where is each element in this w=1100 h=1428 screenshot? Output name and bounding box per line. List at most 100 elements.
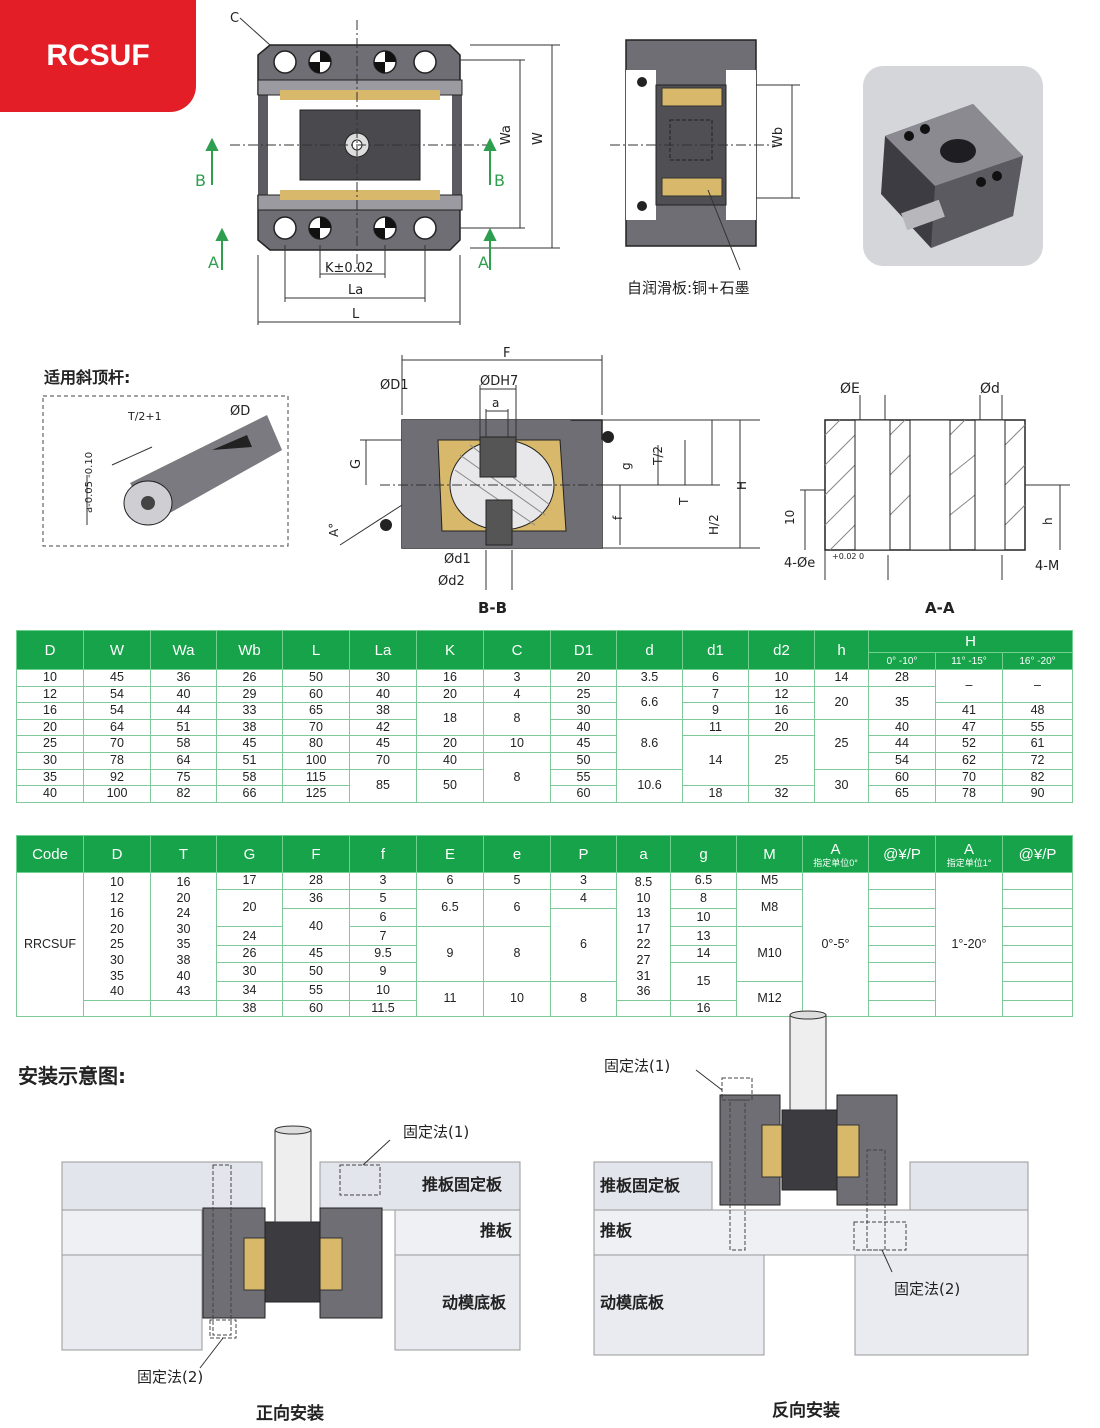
col-header: P	[550, 835, 617, 873]
table-cell	[1002, 999, 1073, 1018]
dim-angle: A°	[327, 523, 341, 537]
stacked-value: 10	[636, 890, 651, 905]
table-cell: 28	[868, 669, 936, 687]
stacked-value: 40	[110, 984, 124, 999]
table-cell: 50	[282, 961, 350, 982]
table-cell: 10.6	[616, 768, 683, 803]
table-cell: 52	[935, 735, 1003, 753]
table-cell: 8	[550, 980, 617, 1018]
table-cell: 40	[349, 685, 417, 704]
section-bb-drawing: F ØD1 ØDH7 a G g T/2 T H/2 H f A° Ød1 Ød…	[327, 346, 760, 617]
table-cell: 6	[349, 907, 417, 928]
section-b-right: B	[494, 171, 505, 190]
table-cell: 11.5	[349, 999, 417, 1018]
reverse-install-drawing: 固定法(1) 推板固定板 推板 动模底板 固定法(2)	[593, 1010, 1029, 1356]
table-cell: 36	[150, 669, 217, 687]
table-cell: 38	[216, 999, 283, 1018]
table-cell: 8	[483, 926, 551, 982]
table-cell: 38	[349, 702, 417, 720]
table-cell: 16	[16, 702, 84, 720]
table-cell: 15	[670, 961, 737, 1001]
col-header: K	[416, 630, 484, 670]
table-cell: M8	[736, 888, 803, 928]
table-cell: 64	[83, 718, 151, 737]
rod-drawing: T/2+1 ØD a-0.05 -0.10	[42, 395, 289, 547]
table-cell: 3.5	[616, 669, 683, 687]
table-cell: –	[935, 668, 1003, 704]
col-header: D1	[550, 630, 617, 670]
table-cell	[1002, 926, 1073, 947]
table-cell	[868, 888, 936, 909]
col-header: L	[282, 630, 350, 670]
table-cell: 28	[282, 872, 350, 890]
table-cell: 25	[814, 718, 869, 770]
table-cell: 55	[1001, 718, 1074, 737]
table-cell: 82	[150, 785, 217, 803]
col-header: D	[83, 835, 151, 873]
col-header: a	[616, 835, 671, 873]
product-photo	[863, 66, 1043, 266]
table-cell: 58	[150, 735, 217, 753]
table-cell: 45	[282, 945, 350, 963]
side-view-drawing: Wb	[610, 39, 800, 271]
dim-f-upper: F	[503, 346, 510, 361]
stacked-value: 30	[110, 952, 124, 967]
col-header: g	[670, 835, 737, 873]
col-header: M	[736, 835, 803, 873]
stacked-value: 10	[110, 875, 124, 889]
dim-e-tol: +0.02 0	[832, 552, 864, 561]
col-header: d2	[748, 630, 815, 670]
forward-fix1-label: 固定法(1)	[403, 1123, 469, 1141]
col-header: d	[616, 630, 683, 670]
table-cell: 100	[282, 751, 350, 770]
table-cell: 90	[1001, 785, 1074, 803]
table-cell: 20	[550, 669, 617, 687]
stacked-value: 30	[176, 921, 191, 936]
table-cell: 47	[935, 718, 1003, 737]
applicable-rod-title: 适用斜顶杆:	[44, 368, 131, 387]
table-cell: 55	[282, 980, 350, 1001]
forward-install-drawing: 固定法(1) 推板固定板 推板 动模底板	[61, 1123, 521, 1369]
dim-w: W	[531, 132, 546, 145]
table-row: 30 50 9 15	[17, 961, 1073, 1001]
dim-g-upper: G	[349, 459, 364, 469]
table-cell: 30	[349, 669, 417, 687]
table-cell: 40	[550, 718, 617, 737]
reverse-fix1-label: 固定法(1)	[604, 1057, 670, 1075]
dim-t-half: T/2	[651, 446, 665, 466]
table-cell: 70	[83, 735, 151, 753]
table-cell: 10	[349, 980, 417, 1001]
dim-wb: Wb	[771, 127, 786, 148]
stacked-value: 12	[110, 890, 124, 905]
stacked-value: 35	[110, 968, 124, 983]
caption-bb: B-B	[478, 599, 507, 617]
rod-a-tol: a-0.05 -0.10	[84, 452, 95, 513]
plan-view-drawing: C B B A A K±0.02 La L Wa W	[195, 11, 560, 325]
dim-t: T	[677, 497, 691, 506]
brand-logo: RCSUF	[0, 0, 196, 112]
table-cell	[868, 945, 936, 963]
table-cell: 9	[349, 961, 417, 982]
table-cell: 26	[216, 669, 283, 687]
col-header: W	[83, 630, 151, 670]
table-cell: 54	[83, 685, 151, 704]
rod-diameter: ØD	[230, 404, 250, 419]
table-cell: 51	[216, 751, 283, 770]
col-header: e	[483, 835, 551, 873]
dim-l: L	[352, 307, 360, 322]
forward-install-caption: 正向安装	[256, 1404, 324, 1424]
table-cell	[1002, 907, 1073, 928]
col-header: F	[282, 835, 350, 873]
slide-plate-note: 自润滑板:铜+石墨	[627, 279, 750, 297]
table-cell: 16	[670, 999, 737, 1018]
table-cell: 30	[216, 961, 283, 982]
forward-fix2-label: 固定法(2)	[137, 1368, 204, 1386]
table-cell: 8.6	[616, 718, 683, 770]
table-cell: 30	[550, 702, 617, 720]
install-title: 安装示意图:	[18, 1064, 126, 1088]
stacked-value: 31	[636, 968, 651, 983]
table-cell: 10	[670, 907, 737, 928]
table-cell: 20	[416, 735, 484, 753]
table-cell: 16	[748, 702, 815, 720]
